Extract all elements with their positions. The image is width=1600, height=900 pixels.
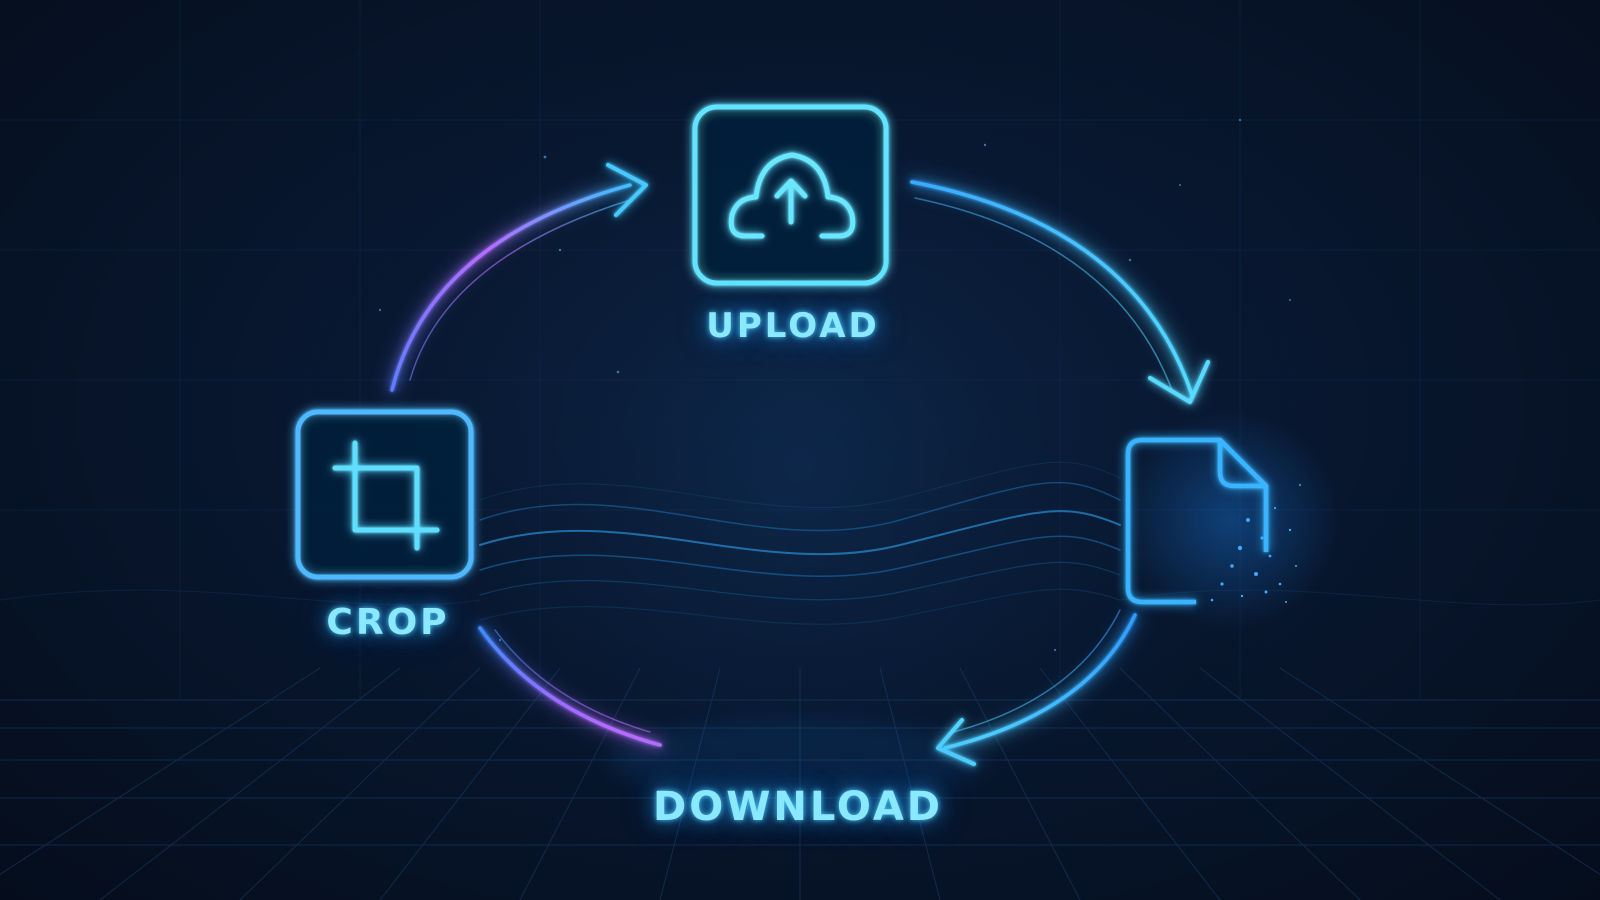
arc-download-to-crop	[475, 623, 665, 750]
upload-label: UPLOAD	[706, 306, 880, 346]
file-dust-glow	[1120, 410, 1340, 630]
crop-icon	[332, 440, 440, 551]
file-node	[1125, 437, 1269, 605]
arrow-crop-to-upload	[387, 163, 648, 395]
crop-label: CROP	[326, 602, 450, 643]
upload-node	[692, 104, 889, 286]
download-label: DOWNLOAD	[653, 784, 943, 830]
wave-lines	[0, 461, 1600, 625]
crop-node-frame	[295, 409, 474, 580]
cloud-upload-icon	[728, 152, 856, 239]
file-dissolve-particles	[1210, 506, 1297, 603]
crop-node	[295, 409, 474, 580]
file-document-icon	[1125, 437, 1269, 605]
particles	[378, 118, 1302, 652]
arrow-upload-to-file	[907, 177, 1210, 404]
download-node-glow	[608, 720, 988, 800]
